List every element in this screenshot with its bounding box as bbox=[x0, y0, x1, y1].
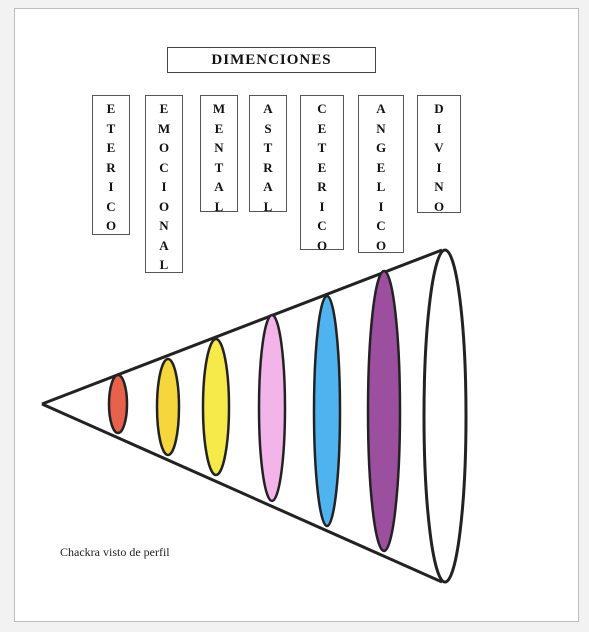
dimension-letter: N bbox=[159, 218, 169, 233]
dimension-letter: T bbox=[106, 120, 116, 136]
dimension-letter: A bbox=[159, 237, 169, 253]
dimension-letter: R bbox=[317, 179, 327, 194]
dimension-letter: L bbox=[376, 179, 386, 194]
dimension-letter: O bbox=[158, 140, 170, 155]
dimension-letter: R bbox=[106, 159, 116, 175]
dimension-letter: M bbox=[212, 101, 226, 116]
dimension-letter: T bbox=[317, 140, 327, 155]
dimension-letter: T bbox=[214, 159, 224, 175]
dimension-letter: I bbox=[319, 198, 325, 214]
dimension-letter: I bbox=[436, 120, 442, 136]
dimension-letter: C bbox=[159, 159, 169, 175]
ellipse-ceterico bbox=[312, 294, 342, 528]
dimensions-title: DIMENCIONES bbox=[167, 47, 376, 73]
dimension-letter: O bbox=[433, 198, 445, 214]
dimension-letter: C bbox=[317, 101, 327, 116]
dimension-letter: O bbox=[375, 237, 387, 253]
dimension-letter: I bbox=[108, 179, 114, 194]
dimension-letter: R bbox=[263, 159, 273, 175]
dimension-letter: C bbox=[376, 218, 386, 233]
dimension-letter: A bbox=[263, 179, 273, 194]
dimension-letter: L bbox=[159, 257, 169, 272]
dimension-letter: A bbox=[214, 179, 224, 194]
ellipse-angelico bbox=[366, 269, 402, 553]
dimension-letter: O bbox=[316, 237, 328, 253]
dimension-letter: I bbox=[378, 198, 384, 214]
dimension-letter: L bbox=[263, 198, 273, 214]
dimension-letter: D bbox=[434, 101, 444, 116]
dimension-letter: S bbox=[264, 120, 272, 136]
dimension-letter: E bbox=[317, 159, 327, 175]
cone-bottom-edge bbox=[41, 402, 443, 584]
ellipse-divino bbox=[422, 248, 468, 584]
dimension-letter: N bbox=[434, 179, 444, 194]
dimension-letter: I bbox=[436, 159, 442, 175]
ellipse-eterico bbox=[107, 373, 129, 435]
dimension-letter: V bbox=[434, 140, 444, 155]
dimension-letter: L bbox=[214, 198, 224, 214]
ellipse-emocional bbox=[155, 357, 181, 457]
dimension-letter: C bbox=[317, 218, 327, 233]
dimension-letter: E bbox=[106, 140, 116, 155]
dimension-letter: M bbox=[157, 120, 171, 136]
cone-top-edge bbox=[41, 248, 443, 406]
dimension-letter: A bbox=[376, 101, 386, 116]
dimension-letter: O bbox=[105, 218, 117, 233]
dimension-letter: G bbox=[375, 140, 387, 155]
dimension-letter: A bbox=[263, 101, 273, 116]
dimension-letter: C bbox=[106, 198, 116, 214]
dimension-letter: E bbox=[317, 120, 327, 136]
dimension-letter: E bbox=[159, 101, 169, 116]
dimension-letter: N bbox=[376, 120, 386, 136]
caption: Chackra visto de perfil bbox=[60, 545, 170, 559]
ellipse-astral bbox=[257, 313, 287, 503]
dimension-letter: O bbox=[158, 198, 170, 214]
ellipse-mental bbox=[201, 337, 231, 477]
dimension-letter: E bbox=[214, 120, 224, 136]
dimension-letter: E bbox=[376, 159, 386, 175]
dimension-letter: T bbox=[263, 140, 273, 155]
dimension-letter: I bbox=[161, 179, 167, 194]
dimension-letter: E bbox=[106, 101, 116, 116]
dimension-letter: N bbox=[214, 140, 224, 155]
